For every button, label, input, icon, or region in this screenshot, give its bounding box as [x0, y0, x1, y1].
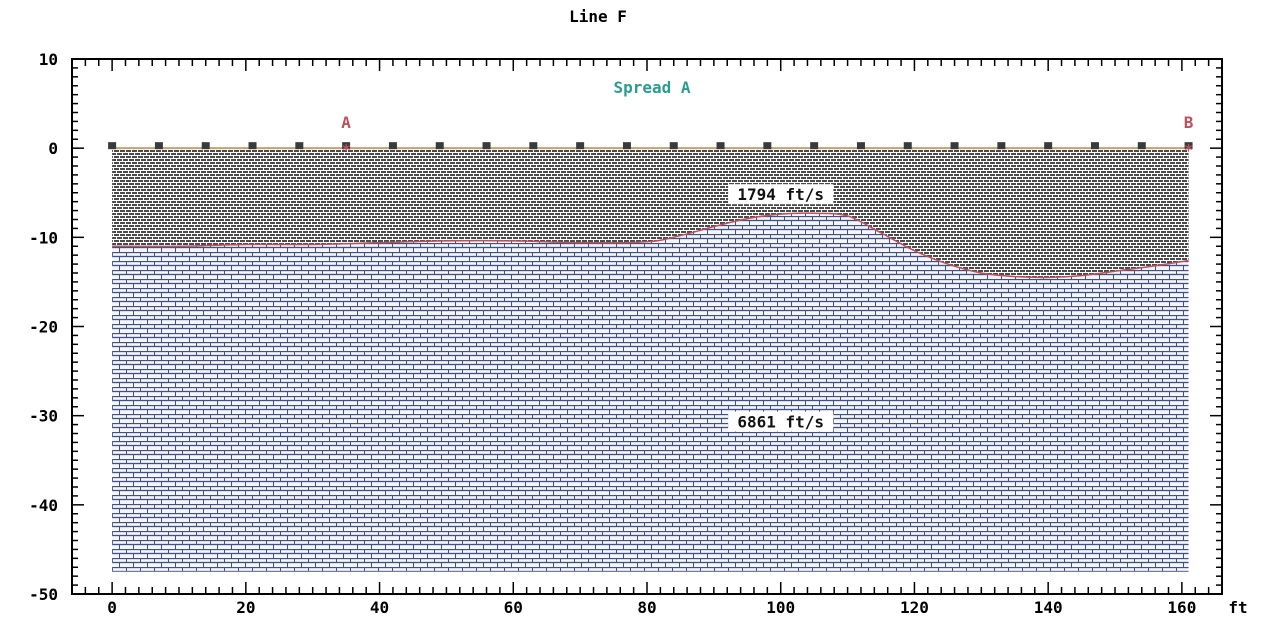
shot-label: B — [1184, 113, 1194, 132]
geophone-marker — [622, 142, 631, 150]
x-tick-label: 160 — [1167, 598, 1196, 617]
x-unit-label: ft — [1228, 598, 1247, 617]
y-tick-label: -30 — [29, 407, 58, 426]
geophone-marker — [1184, 142, 1193, 150]
x-tick-label: 40 — [370, 598, 389, 617]
geophone-marker — [950, 142, 959, 150]
velocity-label-bg — [728, 411, 834, 432]
geophone-marker — [1090, 142, 1099, 150]
x-tick-label: 0 — [107, 598, 117, 617]
geophone-marker — [482, 142, 491, 150]
y-tick-label: -40 — [29, 496, 58, 515]
spread-label: Spread A — [613, 78, 690, 97]
y-tick-label: 10 — [39, 50, 58, 69]
layer-1-fill — [112, 148, 1189, 278]
geophone-marker — [763, 142, 772, 150]
geophone-marker — [154, 142, 163, 150]
geophone-marker — [248, 142, 257, 150]
x-tick-label: 100 — [766, 598, 795, 617]
x-tick-label: 80 — [637, 598, 656, 617]
geophone-marker — [388, 142, 397, 150]
x-tick-label: 120 — [900, 598, 929, 617]
geophone-marker — [435, 142, 444, 150]
x-tick-label: 140 — [1034, 598, 1063, 617]
geophone-marker — [529, 142, 538, 150]
geophone-marker — [903, 142, 912, 150]
y-tick-label: -50 — [29, 585, 58, 604]
geophone-marker — [576, 142, 585, 150]
geophone-marker — [201, 142, 210, 150]
x-tick-label: 20 — [236, 598, 255, 617]
velocity-label: 1794 ft/s — [737, 185, 824, 204]
geophone-marker — [108, 142, 117, 150]
geophone-marker — [856, 142, 865, 150]
velocity-label: 6861 ft/s — [737, 413, 824, 432]
y-tick-label: 0 — [48, 139, 58, 158]
y-tick-label: -10 — [29, 228, 58, 247]
geophone-marker — [342, 142, 351, 150]
geophone-marker — [810, 142, 819, 150]
velocity-label-bg — [728, 184, 834, 205]
x-tick-label: 60 — [504, 598, 523, 617]
shot-label: A — [341, 113, 351, 132]
shot-marker: * — [1184, 141, 1193, 159]
geophone-marker — [669, 142, 678, 150]
geophone-marker — [997, 142, 1006, 150]
geophone-marker — [1137, 142, 1146, 150]
interface-line — [112, 212, 1189, 279]
geophone-marker — [295, 142, 304, 150]
layer-2-fill — [112, 213, 1189, 572]
geophone-marker — [1044, 142, 1053, 150]
geophone-marker — [716, 142, 725, 150]
chart-title: Line F — [569, 7, 627, 26]
y-tick-label: -20 — [29, 318, 58, 337]
shot-marker: * — [342, 141, 351, 159]
